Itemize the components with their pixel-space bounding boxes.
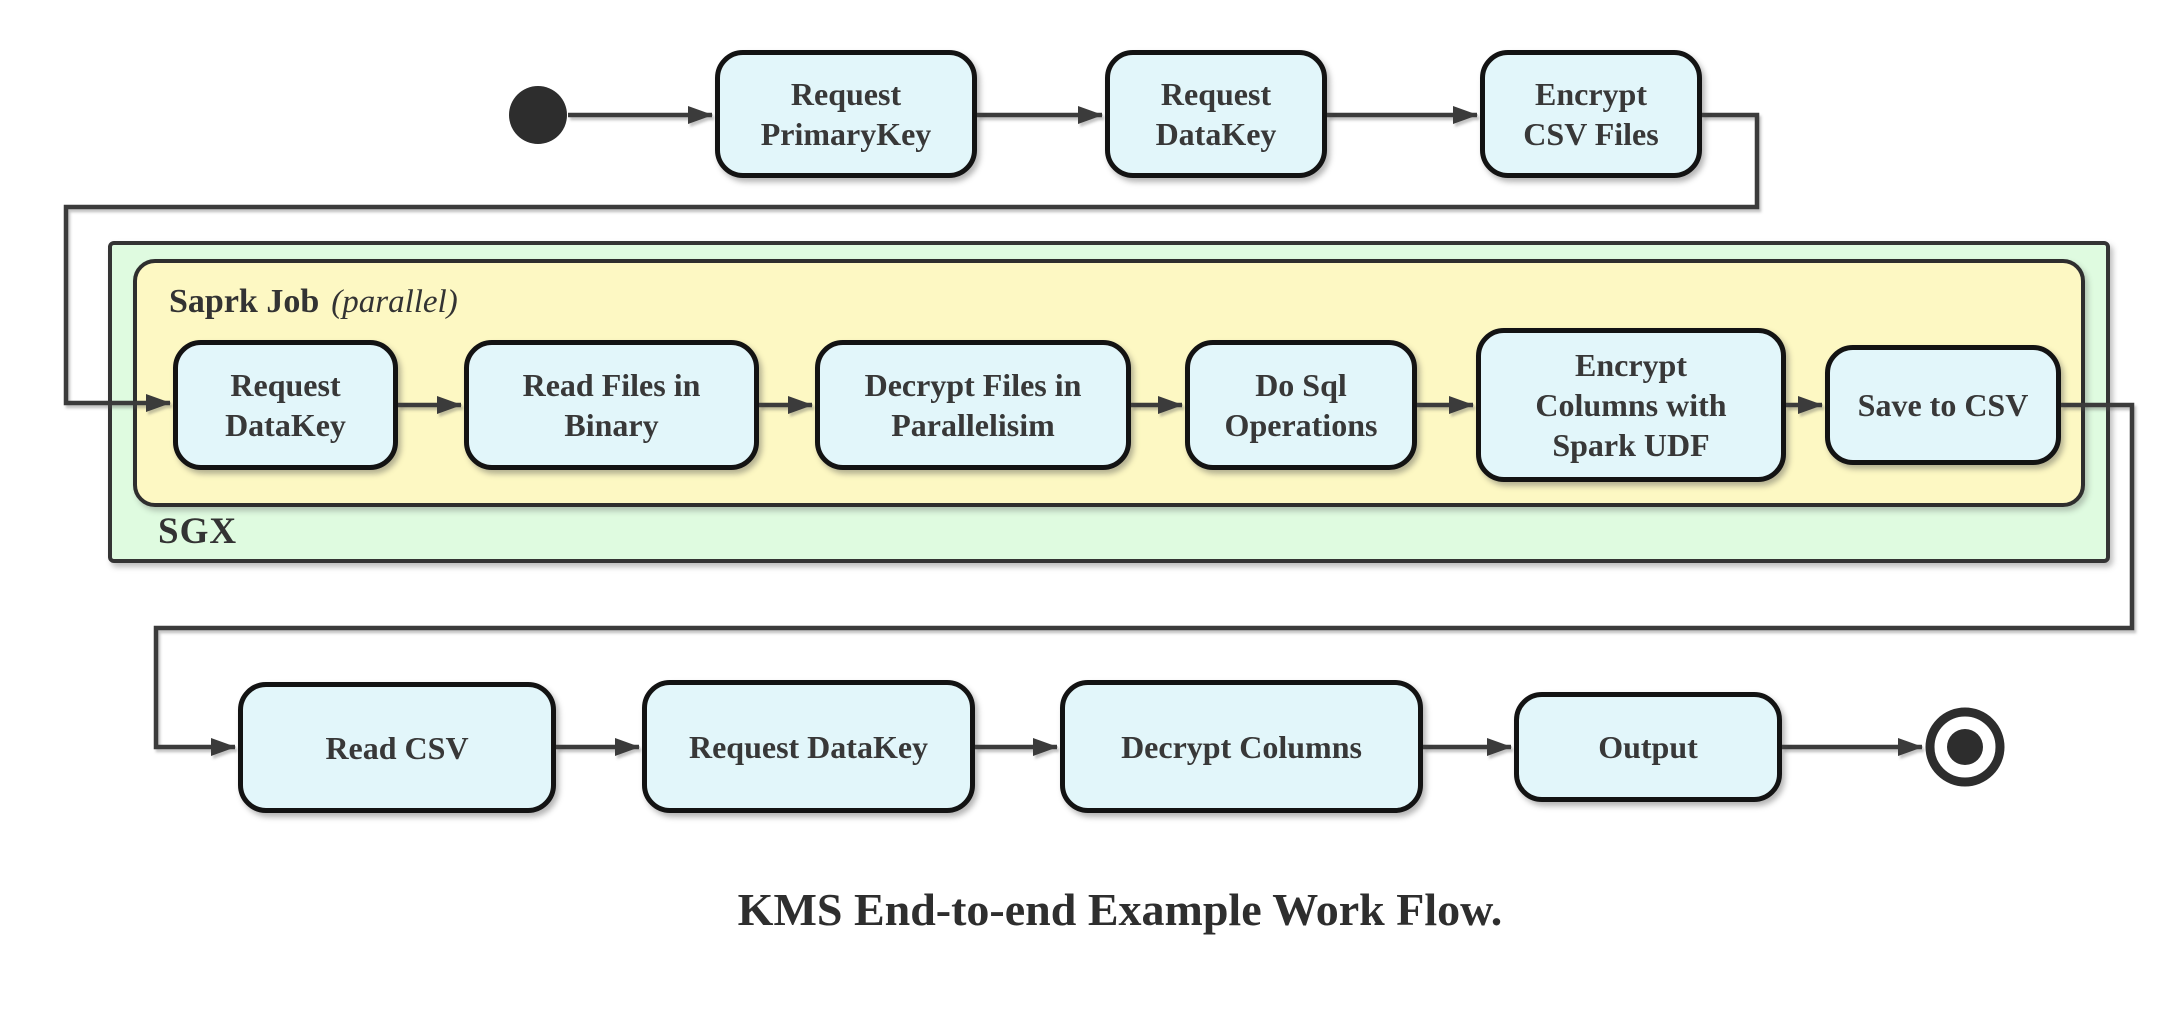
start-node-icon	[509, 86, 567, 144]
spark-job-label-title: Saprk Job	[169, 283, 320, 320]
activity-read-csv: Read CSV	[238, 682, 556, 813]
activity-request-datakey-sgx: Request DataKey	[173, 340, 398, 470]
edge-save-to-csv-to-read-csv	[153, 402, 2135, 756]
activity-request-datakey-top: Request DataKey	[1105, 50, 1327, 178]
sgx-label: SGX	[158, 511, 238, 552]
activity-save-to-csv: Save to CSV	[1825, 345, 2061, 465]
activity-output: Output	[1514, 692, 1782, 802]
activity-do-sql-operations: Do Sql Operations	[1185, 340, 1417, 470]
spark-job-label-parallel-note: (parallel)	[331, 284, 458, 320]
activity-request-primarykey: Request PrimaryKey	[715, 50, 977, 178]
activity-read-files-in-binary: Read Files in Binary	[464, 340, 759, 470]
activity-encrypt-csv-files: Encrypt CSV Files	[1480, 50, 1702, 178]
activity-decrypt-columns: Decrypt Columns	[1060, 680, 1423, 813]
end-node-icon	[1925, 707, 2005, 787]
diagram-caption: KMS End-to-end Example Work Flow.	[737, 884, 1503, 935]
activity-decrypt-files-in-parallelisim: Decrypt Files in Parallelisim	[815, 340, 1131, 470]
spark-job-label: Saprk Job (parallel)	[169, 283, 458, 321]
edge-encrypt-csv-files-to-sgx-request-datakey	[63, 112, 1760, 412]
activity-request-datakey-bottom: Request DataKey	[642, 680, 975, 813]
activity-encrypt-columns-with-spark-udf: Encrypt Columns with Spark UDF	[1476, 328, 1786, 482]
